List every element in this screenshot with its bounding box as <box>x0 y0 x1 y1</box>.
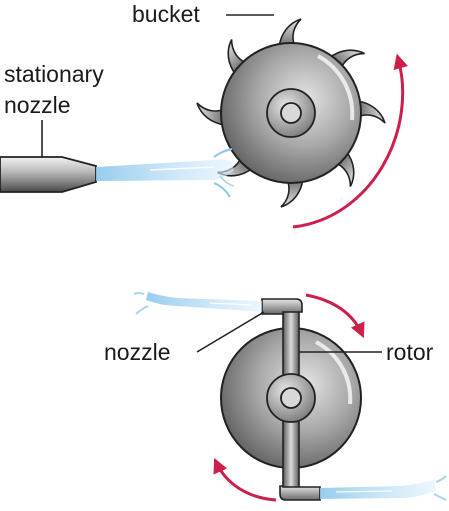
reaction-turbine-group: nozzle rotor <box>104 292 447 502</box>
rotor-nozzle-bottom <box>279 485 321 501</box>
stationary-nozzle <box>0 156 97 193</box>
rotation-arrow-bottom-left <box>213 457 277 502</box>
water-jet-left <box>133 292 262 315</box>
rotor-axle <box>280 387 302 409</box>
rotor-highlight <box>315 340 353 405</box>
bucket <box>356 100 386 124</box>
nozzle-label: nozzle <box>104 339 170 365</box>
stationary-nozzle-label-line2: nozzle <box>4 92 70 118</box>
wheel-highlight <box>317 54 355 121</box>
bucket <box>196 102 226 126</box>
bucket-label: bucket <box>132 1 200 27</box>
impulse-turbine-group: bucket stationary nozzle <box>0 1 409 229</box>
stationary-nozzle-label-line1: stationary <box>4 61 104 87</box>
bucket <box>278 18 302 48</box>
bucket-wheel-icon <box>196 18 386 208</box>
nozzle-leader <box>196 311 265 353</box>
rotor-nozzle-top <box>261 298 303 315</box>
wheel-axle <box>280 102 302 124</box>
rotation-arrow-top <box>292 53 409 229</box>
rotation-arrow-bottom-top <box>305 293 365 339</box>
water-jet-top <box>96 148 235 198</box>
bucket <box>280 178 304 208</box>
rotor-disc-icon <box>220 298 362 501</box>
rotor-label: rotor <box>386 339 434 365</box>
water-jet-right <box>320 475 447 501</box>
